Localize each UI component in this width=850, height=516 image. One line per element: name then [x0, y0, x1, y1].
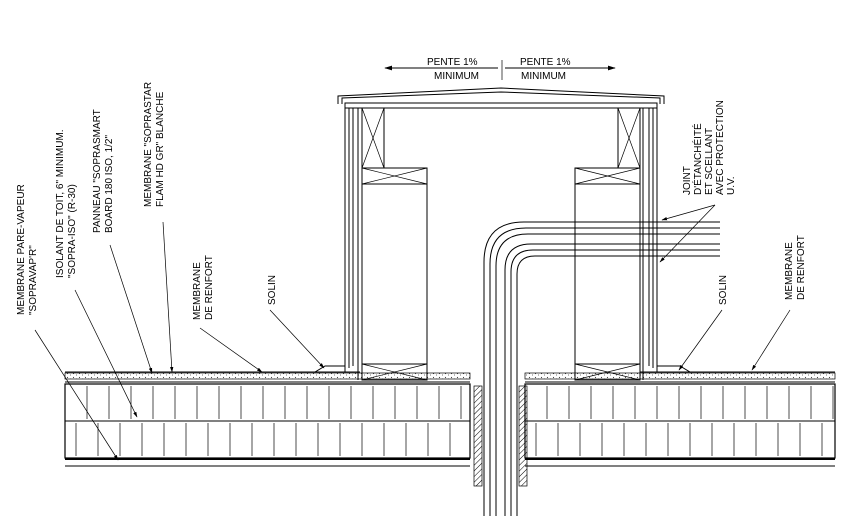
sealant-label-line5: U.V. — [726, 176, 737, 195]
flashing-right-label: SOLIN — [718, 275, 729, 305]
reinforcement-left-label-line2: DE RENFORT — [204, 255, 215, 320]
roof-assembly-left — [64, 371, 471, 467]
cap-membrane-label-line1: MEMBRANE "SOPRASTAR — [143, 82, 154, 207]
board-label-line2: BOARD 180 ISO, 1/2" — [104, 135, 115, 233]
slope-arrows — [384, 60, 616, 80]
sealant-label-line4: AVEC PROTECTION — [715, 100, 726, 195]
sealant-label-line2: D'ÉTANCHÉITÉ — [691, 123, 704, 195]
reinforcement-left-label-line1: MEMBRANE — [192, 262, 203, 320]
slope-left-label: PENTE 1% — [427, 57, 478, 68]
vapour-barrier-label-line1: MEMBRANE PARE-VAPEUR — [16, 184, 27, 315]
insulation-label-line1: ISOLANT DE TOIT, 6" MINIMUM. — [55, 129, 66, 278]
sealant-label-line3: ET SCELLANT — [704, 128, 715, 195]
cap-membrane-label-line2: FLAM HD GR" BLANCHE — [155, 91, 166, 207]
sealant-label-line1: JOINT — [682, 166, 693, 195]
slope-left-minimum: MINIMUM — [434, 71, 479, 82]
slope-right-label: PENTE 1% — [520, 57, 571, 68]
pipe-penetration — [473, 221, 720, 516]
roof-assembly-right — [524, 371, 836, 467]
insulation-label-line2: "SOPRA-ISO" (R-30) — [67, 184, 78, 278]
reinforcement-right-label-line1: MEMBRANE — [784, 242, 795, 300]
slope-right-minimum: MINIMUM — [521, 71, 566, 82]
flashing-left-label: SOLIN — [267, 275, 278, 305]
reinforcement-right-label-line2: DE RENFORT — [796, 235, 807, 300]
board-label-line1: PANNEAU "SOPRASMART — [92, 109, 103, 233]
vapour-barrier-label-line2: "SOPRAVAP'R" — [28, 245, 39, 315]
leader-lines — [34, 204, 791, 461]
